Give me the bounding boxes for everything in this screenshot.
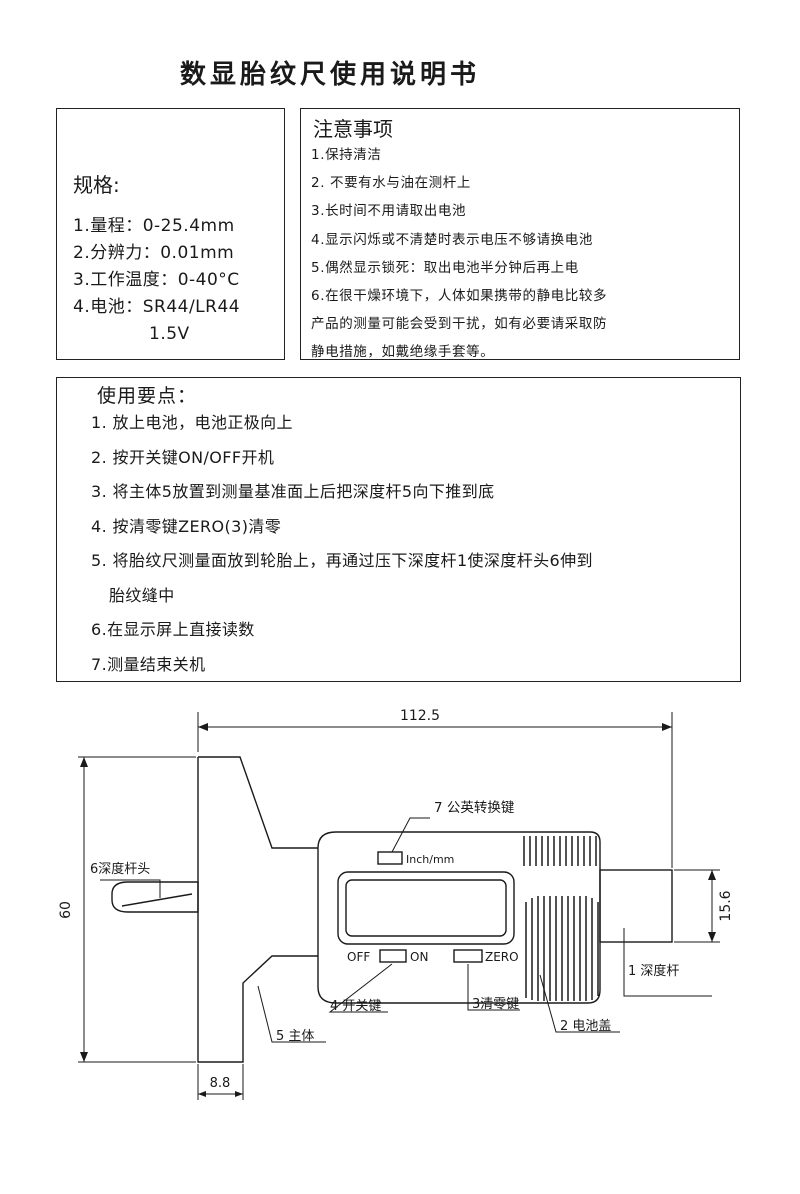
ribbed-grip-lower [525, 896, 599, 1001]
usage-step: 2. 按开关键ON/OFF开机 [91, 447, 275, 467]
leader-lines [100, 817, 712, 1043]
gauge-outline [111, 756, 673, 1063]
screen-inner [345, 879, 507, 937]
dimension-arrows [80, 723, 716, 1097]
specifications-list: 1.量程：0-25.4mm 2.分辨力：0.01mm 3.工作温度：0-40°C… [73, 213, 240, 348]
gauge-diagram: 112.5 60 15.6 8.8 7 公英转换键 Inch/mm 6深度杆头 … [58, 708, 734, 1100]
precaution-item: 6.在很干燥环境下，人体如果携带的静电比较多 [311, 288, 608, 305]
usage-list: 1. 放上电池，电池正极向上 2. 按开关键ON/OFF开机 3. 将主体5放置… [91, 406, 593, 682]
main-body-label: 5 主体 [276, 1029, 314, 1044]
usage-box: 使用要点： 1. 放上电池，电池正极向上 2. 按开关键ON/OFF开机 3. … [56, 377, 741, 682]
dimension-length-label: 112.5 [400, 708, 440, 724]
usage-step: 5. 将胎纹尺测量面放到轮胎上，再通过压下深度杆1使深度杆头6伸到 [91, 551, 593, 570]
probe-tip-label: 6深度杆头 [90, 861, 150, 877]
zero-label: ZERO [485, 950, 519, 964]
spec-item-voltage: 1.5V [149, 324, 190, 344]
precautions-box: 注意事项 1.保持清洁 2. 不要有水与油在测杆上 3.长时间不用请取出电池 4… [300, 108, 740, 360]
zero-button [453, 949, 483, 963]
precaution-item: 产品的测量可能会受到干扰，如有必要请采取防 [311, 316, 608, 333]
spec-item-resolution: 2.分辨力：0.01mm [73, 243, 235, 263]
precaution-item: 1.保持清洁 [311, 147, 382, 163]
usage-step: 6.在显示屏上直接读数 [91, 620, 255, 639]
probe-tip-detail [121, 893, 193, 907]
probe-tip-shape [111, 881, 199, 913]
screen-frame [337, 871, 515, 945]
usage-step: 7.测量结束关机 [91, 654, 206, 674]
specifications-box: 规格: 1.量程：0-25.4mm 2.分辨力：0.01mm 3.工作温度：0-… [56, 108, 285, 360]
spec-item-range: 1.量程：0-25.4mm [73, 216, 235, 236]
depth-rod [599, 869, 673, 943]
power-button [379, 949, 407, 963]
housing-outline [317, 831, 601, 1004]
battery-cover-label: 2 电池盖 [560, 1019, 611, 1034]
spec-item-temperature: 3.工作温度：0-40°C [73, 270, 240, 290]
ribbed-grip-upper [523, 836, 597, 866]
usage-heading: 使用要点： [97, 385, 198, 407]
dimension-base-label: 8.8 [210, 1076, 231, 1091]
precautions-heading: 注意事项 [313, 117, 393, 141]
usage-step-continued: 胎纹缝中 [109, 585, 175, 605]
off-label: OFF [347, 950, 370, 964]
precaution-item: 2. 不要有水与油在测杆上 [311, 175, 471, 192]
precautions-list: 1.保持清洁 2. 不要有水与油在测杆上 3.长时间不用请取出电池 4.显示闪烁… [311, 141, 607, 367]
base-body-lower-edge [197, 757, 318, 1063]
usage-step: 3. 将主体5放置到测量基准面上后把深度杆5向下推到底 [91, 482, 495, 501]
dimension-lines [78, 712, 720, 1100]
dimension-height-label: 60 [58, 901, 74, 919]
precaution-item: 静电措施，如戴绝缘手套等。 [311, 344, 495, 361]
spec-item-battery: 4.电池：SR44/LR44 [73, 297, 241, 317]
document-title: 数显胎纹尺使用说明书 [179, 60, 480, 90]
unit-key-label: 7 公英转换键 [434, 799, 515, 816]
on-label: ON [410, 950, 428, 964]
unit-button-label: Inch/mm [406, 853, 454, 866]
dimension-rod-label: 15.6 [718, 890, 734, 921]
usage-step: 4. 按清零键ZERO(3)清零 [91, 516, 282, 536]
specifications-heading: 规格: [73, 173, 120, 197]
base-body-upper-edge [198, 756, 318, 849]
depth-rod-label: 1 深度杆 [628, 963, 679, 979]
precaution-item: 3.长时间不用请取出电池 [311, 203, 467, 220]
precaution-item: 5.偶然显示锁死：取出电池半分钟后再上电 [311, 259, 579, 276]
zero-key-label: 3清零键 [472, 997, 519, 1012]
precaution-item: 4.显示闪烁或不清楚时表示电压不够请换电池 [311, 231, 593, 248]
power-key-label: 4 开关键 [330, 999, 381, 1014]
unit-button [377, 851, 403, 865]
usage-step: 1. 放上电池，电池正极向上 [91, 413, 293, 432]
